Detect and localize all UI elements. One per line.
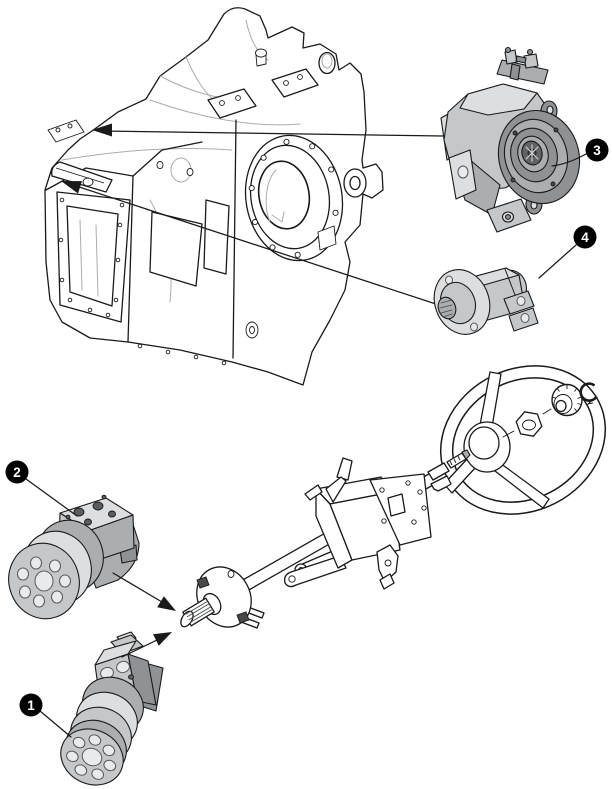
transmission-housing-drawing	[44, 7, 384, 386]
wheel-cap	[551, 383, 583, 417]
callout-3-label: 3	[593, 143, 601, 158]
callout-4-badge: 4	[573, 225, 597, 249]
callout-4-leader-line	[538, 244, 577, 279]
hydraulic-pump-drawing	[440, 46, 581, 233]
arrowhead-icon	[157, 596, 176, 611]
callout-2-badge: 2	[5, 460, 29, 484]
housing-bell-opening	[244, 134, 344, 262]
steering-column-drawing	[180, 449, 471, 629]
steering-unit-1-drawing	[60, 631, 164, 786]
callout-1-leader-line	[39, 710, 72, 738]
pointer-arrow-unit1-to-shaft	[121, 632, 172, 658]
callout-4-label: 4	[581, 230, 589, 245]
pointer-arrow-motor-to-housing	[61, 181, 443, 307]
steering-motor-drawing	[433, 267, 539, 335]
wheel-snap-ring	[579, 382, 598, 405]
callout-2-circle	[5, 460, 29, 484]
callout-1-circle	[19, 693, 43, 717]
callout-3-circle	[585, 138, 609, 162]
arrowhead-icon	[92, 123, 112, 137]
arrowhead-icon	[153, 632, 172, 646]
pointer-arrow-unit2-to-shaft	[112, 572, 176, 611]
steering-unit-2-drawing	[8, 494, 140, 620]
callout-3-leader-line	[551, 153, 587, 167]
callout-2-label: 2	[13, 465, 21, 480]
callout-2-leader-line	[25, 478, 78, 517]
pointer-arrow-pump-to-housing	[92, 123, 444, 137]
callout-3-badge: 3	[585, 138, 609, 162]
housing-steering-pump-boss	[51, 161, 113, 193]
arrowhead-icon	[61, 181, 82, 194]
steering-wheel-drawing	[439, 365, 607, 515]
callout-4-circle	[573, 225, 597, 249]
callout-1-label: 1	[27, 698, 35, 713]
callout-1-badge: 1	[19, 693, 43, 717]
